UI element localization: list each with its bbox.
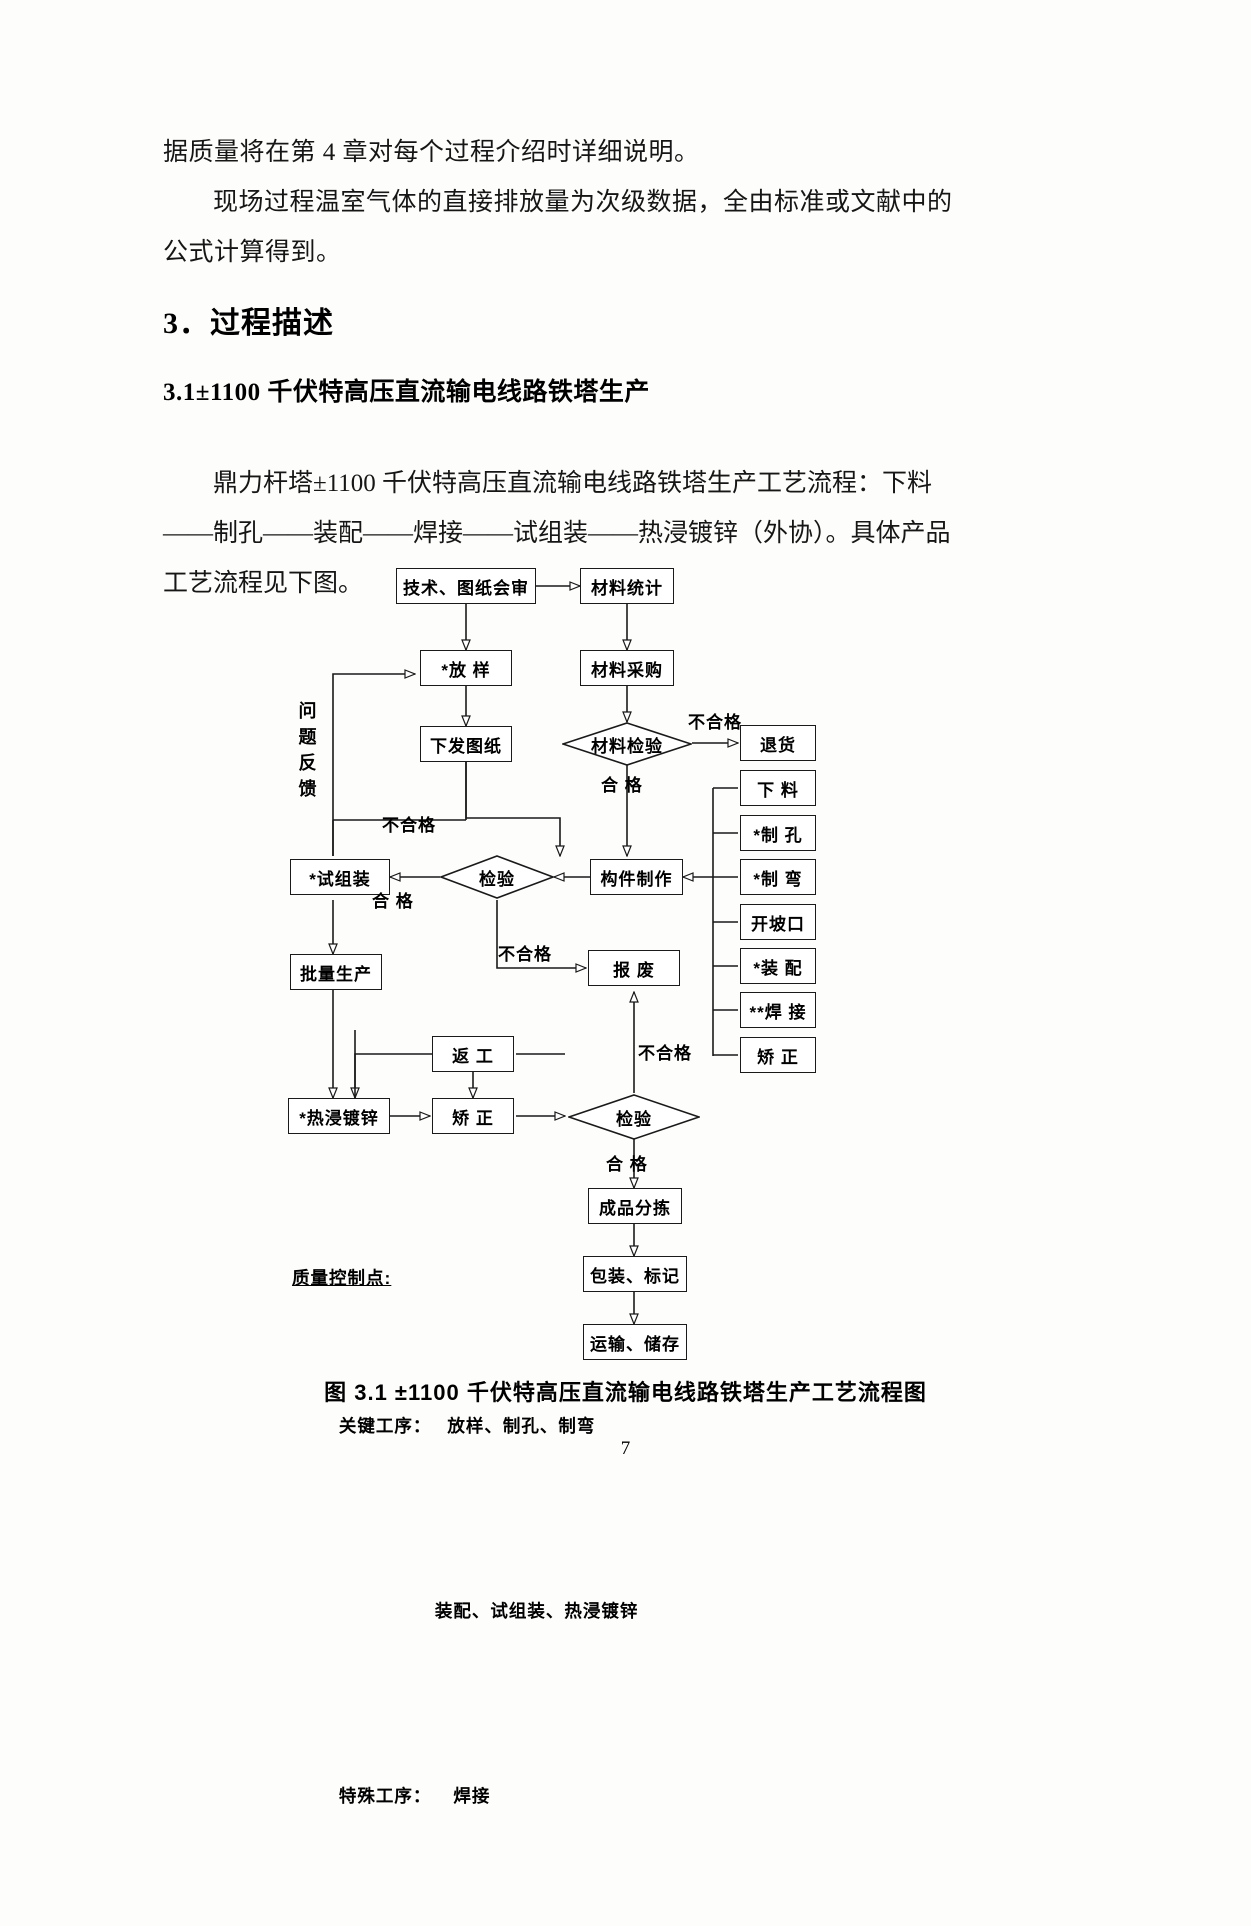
node-label: 下 料	[757, 780, 799, 800]
legend-title: 质量控制点:	[292, 1268, 392, 1288]
node-cutting: 下 料	[740, 770, 816, 806]
legend-key-process-label: 关键工序：	[338, 1416, 432, 1436]
figure-caption: 图 3.1 ±1100 千伏特高压直流输电线路铁塔生产工艺流程图	[324, 1380, 927, 1405]
legend-special-process-label: 特殊工序：	[338, 1786, 432, 1806]
node-label: 包装、标记	[590, 1266, 680, 1286]
node-product-sorting: 成品分拣	[588, 1188, 682, 1224]
edge-label-inspect1-pass: 合 格	[372, 892, 414, 911]
node-packaging-marking: 包装、标记	[583, 1256, 687, 1292]
diamond-shape	[562, 722, 692, 766]
edge-label-material-fail: 不合格	[688, 713, 742, 732]
node-label: *制 孔	[753, 825, 803, 845]
node-trial-assembly: *试组装	[290, 859, 390, 895]
document-page: 据质量将在第 4 章对每个过程介绍时详细说明。 现场过程温室气体的直接排放量为次…	[0, 128, 1251, 1806]
node-label: 运输、储存	[590, 1334, 680, 1354]
node-groove-opening: 开坡口	[740, 904, 816, 940]
paragraph-2: 现场过程温室气体的直接排放量为次级数据，全由标准或文献中的公式计算得到。	[163, 189, 953, 266]
node-label: 下发图纸	[430, 736, 502, 756]
node-label: 批量生产	[300, 964, 372, 984]
node-scrap: 报 废	[588, 950, 680, 986]
node-label: 检验	[479, 869, 515, 889]
node-label: 材料检验	[591, 736, 663, 756]
edge-label-inspect1-fail-down: 不合格	[498, 945, 552, 964]
edge-label-problem-feedback: 问题反馈	[298, 701, 318, 799]
diamond-shape	[440, 855, 554, 899]
legend-line-1: 关键工序： 放样、制孔、制弯	[292, 1371, 638, 1482]
legend-key-process-value-2: 装配、试组装、热浸镀锌	[434, 1601, 639, 1621]
node-label: 成品分拣	[599, 1198, 671, 1218]
paragraph-1: 据质量将在第 4 章对每个过程介绍时详细说明。	[163, 139, 700, 166]
legend-line-2: 装配、试组装、热浸镀锌	[292, 1556, 638, 1667]
process-flowchart: 技术、图纸会审 材料统计 *放 样 材料采购 下发图纸 材料检验 退货 下 料	[0, 556, 1251, 1806]
node-label: 报 废	[613, 960, 655, 980]
node-material-purchase: 材料采购	[580, 650, 674, 686]
node-issue-drawing: 下发图纸	[420, 726, 512, 762]
node-label: *装 配	[753, 958, 803, 978]
node-label: *试组装	[309, 869, 371, 889]
node-label: 材料采购	[591, 660, 663, 680]
node-label: **焊 接	[749, 1002, 807, 1022]
edge-label-inspect1-fail-left: 不合格	[382, 816, 436, 835]
node-label: 开坡口	[751, 914, 805, 934]
node-galvanizing: *热浸镀锌	[288, 1098, 390, 1134]
page-number: 7	[620, 1438, 631, 1459]
node-layout: *放 样	[420, 650, 512, 686]
node-label: 矫 正	[452, 1108, 494, 1128]
node-inspection-1: 检验	[440, 855, 554, 899]
node-label: 检验	[616, 1109, 652, 1129]
node-label: 退货	[760, 735, 796, 755]
paragraph-3: 鼎力杆塔±1100 千伏特高压直流输电线路铁塔生产工艺流程：下料——制孔——装配…	[163, 470, 951, 597]
section-heading: 3．过程描述	[163, 307, 334, 340]
edge-label-inspect2-fail: 不合格	[638, 1044, 692, 1063]
node-transport-storage: 运输、储存	[583, 1324, 687, 1360]
node-rework: 返 工	[432, 1036, 514, 1072]
node-part-making: 构件制作	[590, 859, 683, 895]
node-label: 矫 正	[757, 1047, 799, 1067]
node-drilling: *制 孔	[740, 815, 816, 851]
legend-key-process-value: 放样、制孔、制弯	[447, 1416, 596, 1436]
node-label: *制 弯	[753, 869, 803, 889]
node-straightening-1: 矫 正	[740, 1037, 816, 1073]
subsection-heading: 3.1±1100 千伏特高压直流输电线路铁塔生产	[163, 379, 650, 406]
node-return-goods: 退货	[740, 725, 816, 761]
node-material-inspection: 材料检验	[562, 722, 692, 766]
intro-text-block: 据质量将在第 4 章对每个过程介绍时详细说明。 现场过程温室气体的直接排放量为次…	[163, 128, 963, 278]
node-tech-review: 技术、图纸会审	[396, 568, 536, 604]
node-batch-production: 批量生产	[290, 954, 382, 990]
node-label: *热浸镀锌	[299, 1108, 379, 1128]
node-welding: **焊 接	[740, 992, 816, 1028]
node-inspection-2: 检验	[568, 1094, 700, 1140]
node-label: 返 工	[452, 1046, 494, 1066]
node-assembly: *装 配	[740, 948, 816, 984]
node-material-statistics: 材料统计	[580, 568, 674, 604]
node-label: *放 样	[441, 660, 491, 680]
flowchart-connectors	[0, 556, 1251, 1356]
legend-line-3: 特殊工序： 焊接	[292, 1741, 638, 1852]
edge-label-material-pass: 合 格	[601, 776, 643, 795]
edge-label-inspect2-pass: 合 格	[606, 1155, 648, 1174]
diamond-shape	[568, 1094, 700, 1140]
node-straightening-2: 矫 正	[432, 1098, 514, 1134]
node-bending: *制 弯	[740, 859, 816, 895]
node-label: 材料统计	[591, 578, 663, 598]
node-label: 技术、图纸会审	[403, 578, 529, 598]
node-label: 构件制作	[600, 869, 673, 889]
legend-special-process-value: 焊接	[453, 1786, 491, 1806]
quality-control-legend: 质量控制点: 关键工序： 放样、制孔、制弯 装配、试组装、热浸镀锌 特殊工序： 焊接	[292, 1186, 638, 1926]
